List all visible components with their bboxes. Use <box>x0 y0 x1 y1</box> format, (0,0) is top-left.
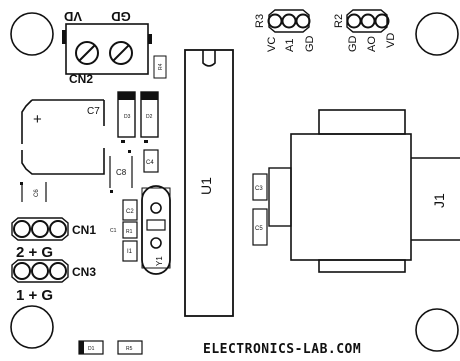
crystal-y1: Y1 <box>141 185 171 275</box>
capacitor-c2: C2 <box>122 199 138 221</box>
website-label: ELECTRONICS-LAB.COM <box>203 342 361 357</box>
connector-cn1: CN1 2 + G <box>11 217 96 261</box>
r3-pin-gd: GD <box>304 35 316 52</box>
resistor-r4: R4 <box>153 55 167 79</box>
diode-d1: D1 <box>78 340 104 355</box>
mounting-hole-top-left <box>10 12 54 56</box>
c8-label: C8 <box>116 168 127 177</box>
r3-pin-vc: VC <box>266 37 278 52</box>
capacitor-c4: C4 <box>143 149 159 173</box>
c4-label: C4 <box>146 160 154 166</box>
diode-d2: D2 <box>140 91 159 143</box>
connector-cn2: VD GD CN2 <box>62 9 152 86</box>
ic-u1: U1 <box>184 49 234 317</box>
mounting-hole-bottom-right <box>415 308 459 352</box>
resistor-r1: R1 <box>126 229 133 235</box>
capacitor-c7: + C7 <box>21 99 105 175</box>
r3-label: R3 <box>254 14 266 28</box>
u1-label: U1 <box>198 177 214 195</box>
cn1-label: CN1 <box>72 223 96 237</box>
cn1-pins: 2 + G <box>16 244 53 261</box>
capacitor-c5: C5 <box>252 208 268 246</box>
r2-pin-gd: GD <box>347 35 359 52</box>
capacitor-c6: C6 <box>20 182 47 202</box>
connector-r3: R3 VC A1 GD <box>254 9 316 52</box>
capacitor-c1: C1 <box>110 221 138 239</box>
r2-pin-vd: VD <box>385 33 397 48</box>
r5-label: R5 <box>126 346 133 352</box>
c7-polarity: + <box>33 111 42 128</box>
r2-pin-ao: AO <box>366 36 378 52</box>
c7-label: C7 <box>87 106 100 117</box>
c2-label: C2 <box>126 209 134 215</box>
cn3-pins: 1 + G <box>16 287 53 304</box>
jack-j1: J1 <box>268 109 460 273</box>
mounting-hole-top-right <box>415 12 459 56</box>
diode-d3: D3 <box>117 91 136 143</box>
r2-label: R2 <box>333 14 345 28</box>
connector-r2: R2 GD AO VD <box>333 9 397 52</box>
d1-label: D1 <box>88 346 95 352</box>
j1-label: J1 <box>431 193 447 208</box>
capacitor-c8: C8 <box>109 150 133 193</box>
r3-pin-a1: A1 <box>284 39 296 52</box>
cn2-pin1-label: VD <box>64 9 82 24</box>
cn2-screw-2 <box>109 41 133 65</box>
c3-label: C3 <box>255 186 263 192</box>
c1-label: C1 <box>110 228 117 234</box>
capacitor-c3: C3 <box>252 173 268 201</box>
ic-i1: I1 <box>122 240 138 262</box>
r1-label: R1 <box>126 229 133 235</box>
connector-cn3: CN3 1 + G <box>11 259 96 304</box>
d2-label: D2 <box>146 114 153 120</box>
mounting-hole-bottom-left <box>10 305 54 349</box>
resistor-r5: R5 <box>117 340 143 355</box>
r4-label: R4 <box>158 63 164 70</box>
cn2-screw-1 <box>75 41 99 65</box>
d3-label: D3 <box>124 114 131 120</box>
y1-label: Y1 <box>155 256 164 266</box>
c6-label: C6 <box>34 189 40 197</box>
i1-label: I1 <box>127 249 133 255</box>
cn2-pin2-label: GD <box>111 9 131 24</box>
cn3-label: CN3 <box>72 265 96 279</box>
cn2-label: CN2 <box>69 72 93 86</box>
c5-label: C5 <box>255 226 263 232</box>
